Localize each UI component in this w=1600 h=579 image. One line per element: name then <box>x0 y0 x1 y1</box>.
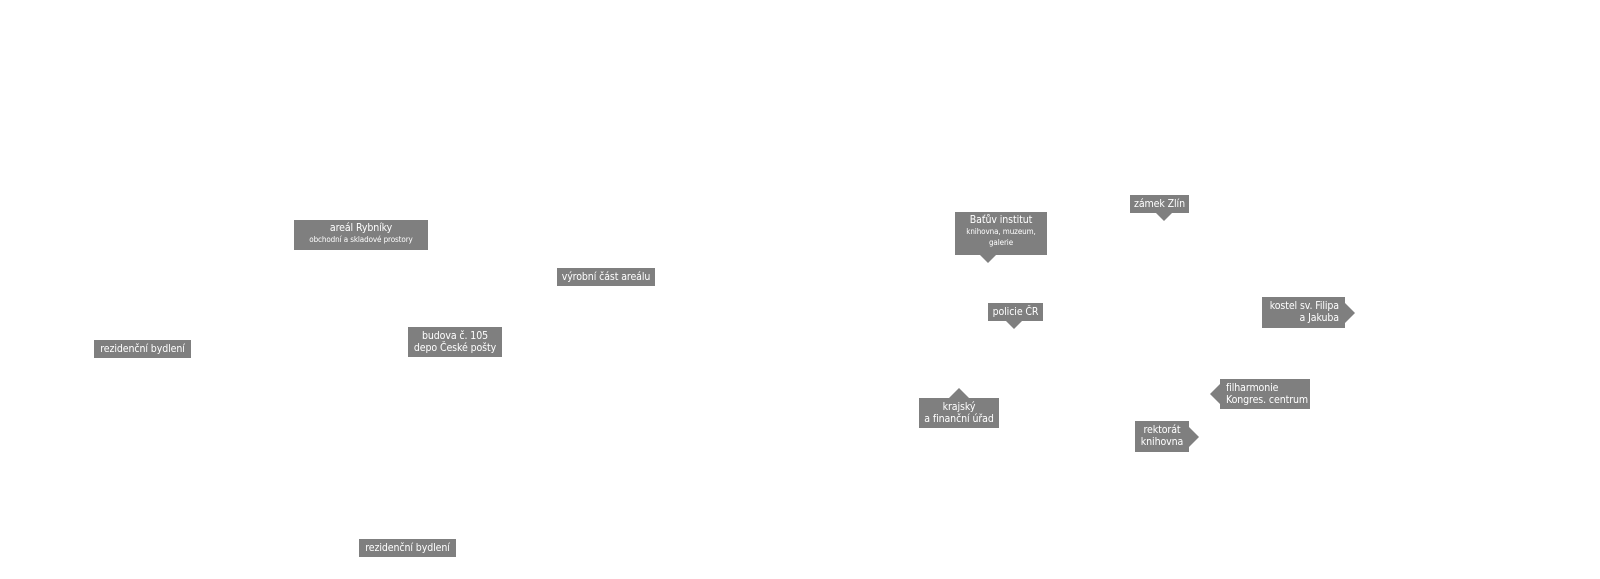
label-title: zámek Zlín <box>1134 198 1185 210</box>
label-subtitle: obchodní a skladové prostory <box>309 235 413 244</box>
label-line1: rektorát <box>1143 424 1181 436</box>
label-subtitle-1: knihovna, muzeum, <box>966 227 1036 236</box>
label-rektorat[interactable]: rektorát knihovna <box>1135 421 1189 452</box>
label-line1: filharmonie <box>1226 382 1279 394</box>
label-line2: knihovna <box>1140 436 1184 448</box>
label-title: rezidenční bydlení <box>365 542 450 554</box>
label-krajsky-urad[interactable]: krajský a finanční úřad .label[data-name… <box>919 388 999 428</box>
label-subtitle-2: galerie <box>988 238 1014 247</box>
label-rezidencni-bydleni-1[interactable]: rezidenční bydlení <box>94 340 191 358</box>
label-title: areál Rybníky <box>329 222 393 234</box>
label-areal-rybniky[interactable]: areál Rybníky obchodní a skladové prosto… <box>294 220 428 250</box>
label-batuv-institut[interactable]: Baťův institut knihovna, muzeum, galerie… <box>955 212 1047 263</box>
label-line1: kostel sv. Filipa <box>1269 300 1339 312</box>
label-title: rezidenční bydlení <box>100 343 185 355</box>
label-kostel[interactable]: kostel sv. Filipa a Jakuba <box>1262 297 1345 328</box>
label-title: výrobní část areálu <box>561 271 651 283</box>
label-zamek-zlin[interactable]: zámek Zlín .label[data-name="label-zamek… <box>1130 195 1189 221</box>
label-line2: a Jakuba <box>1299 312 1340 324</box>
label-title: policie ČR <box>992 306 1039 318</box>
label-line2: depo České pošty <box>413 342 497 354</box>
label-policie-cr[interactable]: policie ČR .label[data-name="label-polic… <box>988 303 1043 329</box>
label-filharmonie[interactable]: filharmonie Kongres. centrum <box>1220 379 1310 409</box>
label-budova-105[interactable]: budova č. 105 depo České pošty <box>408 327 502 357</box>
label-line2: a finanční úřad <box>924 413 994 425</box>
label-rezidencni-bydleni-2[interactable]: rezidenční bydlení <box>359 539 456 557</box>
label-vyrobni-cast[interactable]: výrobní část areálu <box>557 268 655 286</box>
label-line1: krajský <box>942 401 976 413</box>
label-line1: budova č. 105 <box>421 330 489 342</box>
label-title: Baťův institut <box>969 214 1033 226</box>
label-line2: Kongres. centrum <box>1226 394 1308 406</box>
